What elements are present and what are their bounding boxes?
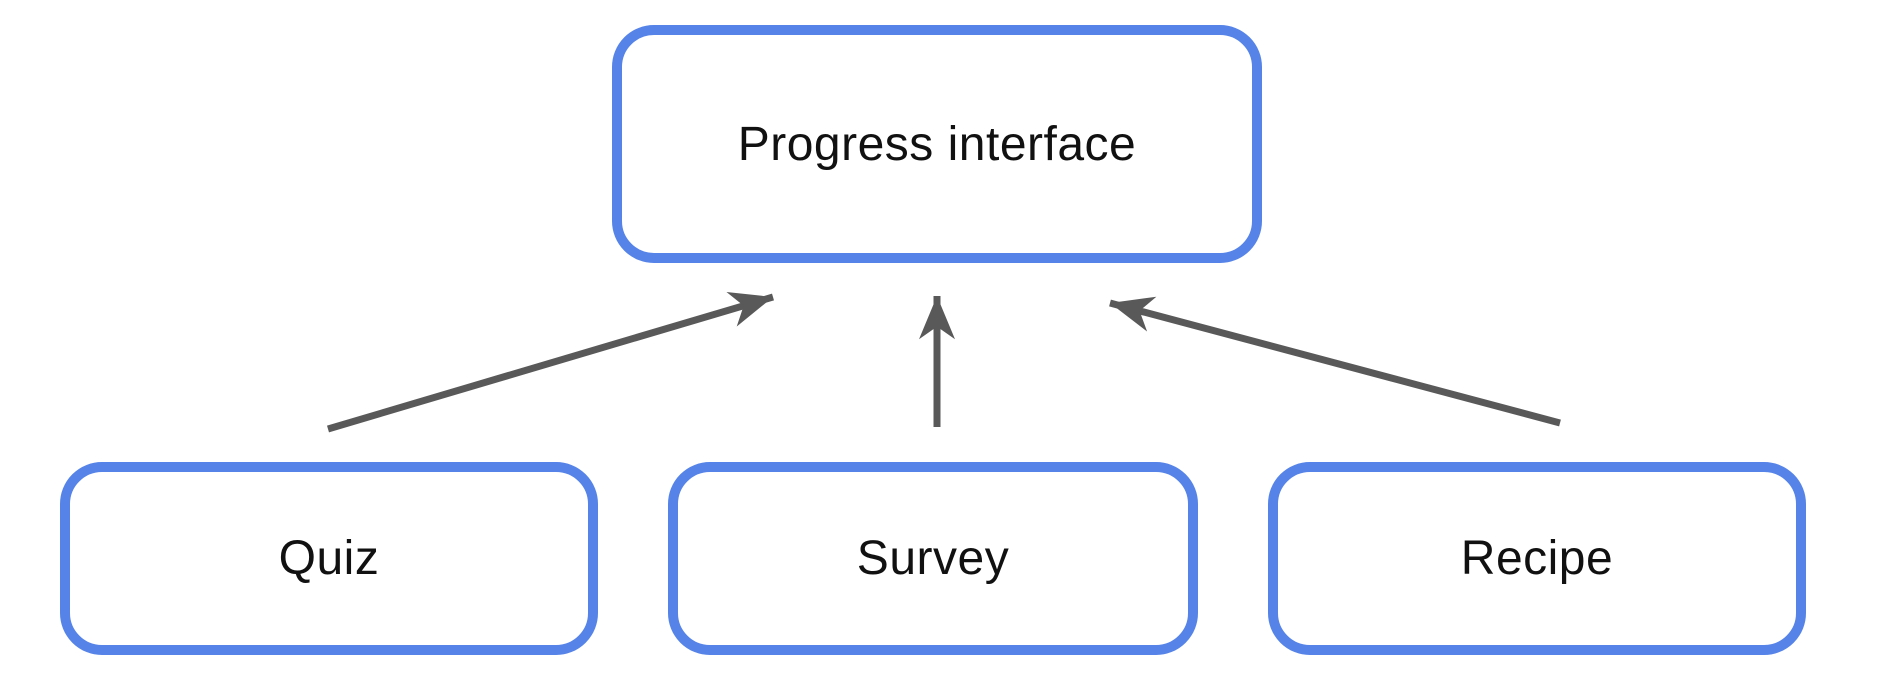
node-survey-label: Survey bbox=[856, 532, 1010, 585]
node-recipe-label: Recipe bbox=[1460, 532, 1614, 585]
node-recipe: Recipe bbox=[1268, 462, 1806, 655]
node-quiz: Quiz bbox=[60, 462, 598, 655]
node-survey: Survey bbox=[668, 462, 1198, 655]
node-quiz-label: Quiz bbox=[278, 532, 380, 585]
node-progress-interface: Progress interface bbox=[612, 25, 1262, 263]
node-progress-interface-label: Progress interface bbox=[737, 117, 1137, 171]
arrow-recipe-to-progress bbox=[1109, 296, 1561, 427]
arrow-quiz-to-progress bbox=[327, 292, 774, 433]
